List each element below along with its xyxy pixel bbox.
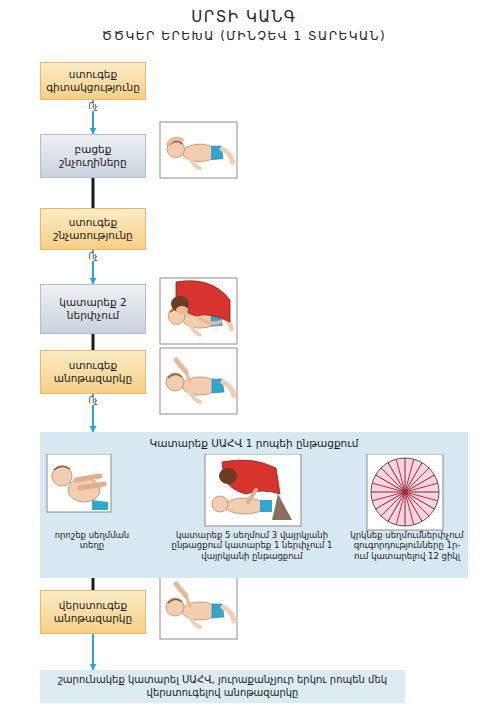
check-box: վերստուգեք անոթազարկը	[40, 590, 146, 634]
cpr-picture	[205, 454, 301, 526]
dial-stroke	[405, 483, 438, 492]
flow-line	[92, 578, 95, 590]
caption-row: որոշեք սեղմման տեղը կատարեք 5 սեղմում 3 վ…	[40, 530, 468, 561]
band-illustrations	[40, 454, 468, 534]
dial-stroke	[405, 458, 406, 492]
dial-stroke	[405, 492, 439, 493]
flow-line	[92, 334, 95, 350]
box-text: ստուգեք անոթազարկը	[46, 359, 140, 385]
picture-frame	[160, 122, 237, 178]
box-text: բացեք շնչուղիները	[46, 143, 140, 169]
picture-frame	[160, 573, 237, 639]
box-text: շարունակեք կատարել ՍԱՀՎ, յուրաքանչյուր ե…	[46, 674, 399, 699]
dial-stroke	[405, 492, 422, 521]
picture-frame	[160, 278, 237, 344]
band-heading: Կատարեք ՍԱՀՎ 1 րոպեի ընթացքում	[150, 437, 359, 450]
check-box: ստուգեք շնչառությունը	[40, 208, 146, 250]
dial-stroke	[405, 492, 406, 526]
box-text: վերստուգեք անոթազարկը	[46, 599, 140, 625]
step-caption: կատարեք 5 սեղմում 3 վայրկյանի ընթացքում …	[164, 530, 340, 561]
dial-stroke	[396, 459, 405, 492]
dial-stroke	[372, 492, 405, 501]
flow-line	[92, 178, 95, 208]
check-box: ստուգեք անոթազարկը	[40, 350, 146, 394]
step-caption: կրկնեք սեղմումներփչում զուգորդություններ…	[348, 530, 466, 561]
note-band: շարունակեք կատարել ՍԱՀՎ, յուրաքանչյուր ե…	[40, 670, 405, 703]
step-box: կատարեք 2 ներփչում	[40, 284, 146, 334]
dial-stroke	[371, 492, 405, 493]
dial-stroke	[405, 492, 414, 525]
check-box: ստուգեք գիտակցությունը	[40, 62, 146, 100]
flow-arrow	[92, 634, 94, 670]
edge-label: Ոչ	[86, 103, 99, 111]
edge-label: Ոչ	[86, 397, 99, 405]
subtitle: ԾԾԿԵՐ ԵՐԵԽԱ (ՄԻՆՉԵՎ 1 ՏԱՐԵԿԱՆ)	[0, 29, 488, 43]
box-text: ստուգեք շնչառությունը	[46, 216, 140, 242]
step-caption: որոշեք սեղմման տեղը	[42, 530, 142, 550]
dial-stroke	[376, 492, 405, 509]
dial-stroke	[405, 475, 434, 492]
timer-dial	[367, 454, 443, 530]
cpr-band: Կատարեք ՍԱՀՎ 1 րոպեի ընթացքում որոշեք սե…	[40, 432, 468, 578]
compression-site-picture	[47, 454, 111, 512]
picture-frame	[160, 348, 237, 414]
box-text: կատարեք 2 ներփչում	[46, 296, 140, 322]
box-text: ստուգեք գիտակցությունը	[46, 68, 140, 94]
dial-stroke	[388, 463, 405, 492]
step-box: բացեք շնչուղիները	[40, 134, 146, 178]
edge-label: Ոչ	[86, 253, 99, 261]
title: ՍՐՏԻ ԿԱՆԳ	[0, 8, 488, 26]
